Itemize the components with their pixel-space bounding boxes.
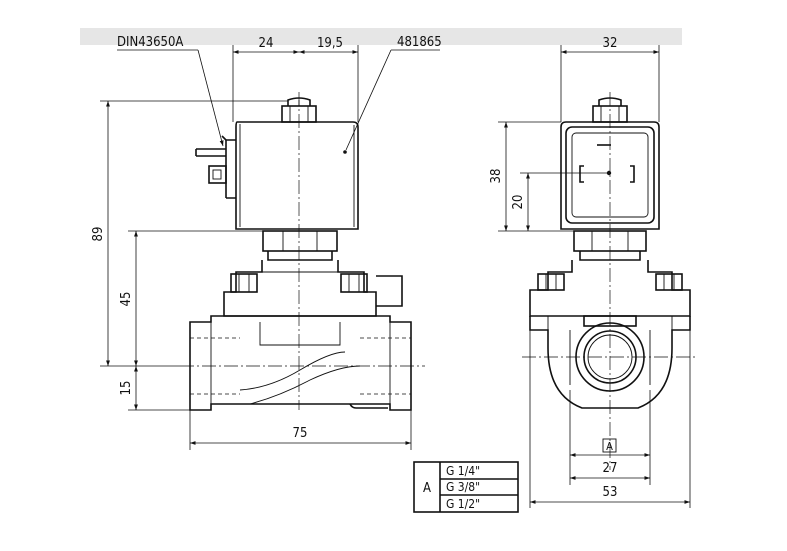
front-view — [180, 92, 425, 411]
label-part-number: 481865 — [397, 35, 442, 50]
dim-coil-offset-left: 24 — [259, 36, 274, 51]
dim-port-size: 27 — [603, 461, 618, 476]
port-table-key: A — [423, 481, 431, 496]
dim-coil-width-side: 32 — [603, 36, 618, 51]
port-table-row: G 1/2" — [446, 497, 480, 511]
label-connector-standard: DIN43650A — [117, 35, 183, 50]
side-view — [522, 92, 696, 470]
dim-coil-offset-right: 19,5 — [317, 36, 343, 51]
side-valve-body — [529, 316, 691, 409]
dim-coil-center-side: 20 — [511, 195, 526, 210]
title-band — [80, 28, 682, 45]
dim-body-width-side: 53 — [603, 485, 618, 500]
front-bonnet — [223, 260, 377, 317]
port-reference-label: A — [606, 440, 613, 453]
front-coil — [235, 121, 359, 230]
din-connector-face — [565, 126, 655, 224]
port-table-row: G 1/4" — [446, 464, 480, 478]
dim-coil-height-side: 38 — [489, 169, 504, 184]
side-port-outer — [575, 322, 645, 392]
dim-overall-height: 89 — [91, 227, 106, 242]
dim-body-length: 75 — [293, 426, 308, 441]
side-coil — [560, 121, 660, 230]
port-table-row: G 3/8" — [446, 480, 480, 494]
port-reference-box — [602, 438, 617, 453]
dim-port-center-height: 15 — [119, 381, 134, 396]
port-size-table: A G 1/4" G 3/8" G 1/2" — [413, 461, 519, 513]
front-dimensions: 24 19,5 DIN43650A 481865 89 45 15 75 — [91, 35, 442, 450]
front-valve-body — [189, 315, 412, 411]
dim-height-to-coil-base: 45 — [119, 292, 134, 307]
side-dimensions: 32 38 20 A 27 53 — [489, 36, 691, 508]
